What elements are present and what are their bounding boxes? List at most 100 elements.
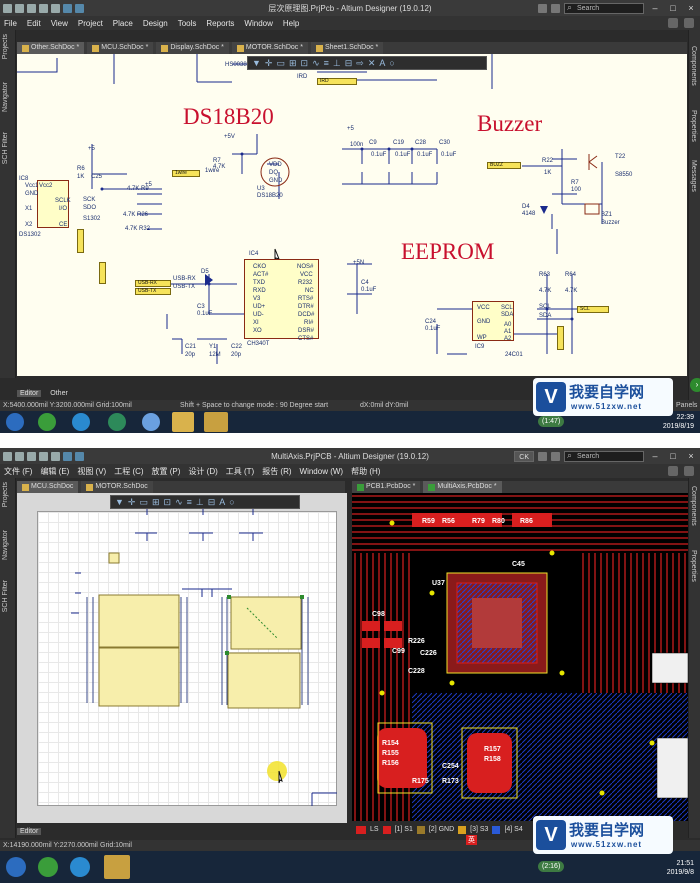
menu-design[interactable]: Design (142, 18, 168, 28)
folder-icon[interactable] (51, 451, 60, 461)
settings-icon[interactable] (538, 451, 547, 461)
save-all-icon[interactable] (27, 451, 36, 461)
tab-editor[interactable]: Editor (17, 390, 42, 397)
select-icon[interactable]: ▭ (139, 496, 148, 507)
ic-ch340t[interactable] (244, 259, 319, 339)
altium-designer-icon[interactable] (104, 855, 130, 879)
text-icon[interactable]: A (219, 497, 226, 507)
altium-designer-icon[interactable] (204, 412, 228, 432)
schematic-canvas[interactable]: ▼ ✛ ▭ ⊞ ⊡ ∿ ≡ ⊥ ⊟ A ○ (17, 493, 347, 823)
browser-icon[interactable] (38, 413, 56, 431)
menu-tools[interactable]: 工具 (T) (225, 466, 255, 476)
menu-view[interactable]: View (50, 18, 68, 28)
layer-tab-ls[interactable]: LS (370, 826, 379, 833)
menu-design[interactable]: 设计 (D) (188, 466, 218, 476)
close-button[interactable]: × (688, 451, 694, 461)
pcb-canvas[interactable]: R59 R56 R79 R80 R86 C45 U37 C98 C99 R226… (352, 493, 688, 821)
tab-motor-schdoc[interactable]: MOTOR.SchDoc * (231, 42, 308, 54)
menu-reports[interactable]: Reports (206, 18, 235, 28)
layer-tab-s1[interactable]: [1] S1 (394, 826, 413, 833)
undo-icon[interactable] (63, 451, 72, 461)
tab-display-schdoc[interactable]: Display.SchDoc * (156, 42, 229, 54)
menu-reports[interactable]: 报告 (R) (262, 466, 292, 476)
panel-tab-sch-filter[interactable]: SCH Filter (2, 132, 9, 165)
tray-badge[interactable]: (1:47) (538, 416, 565, 427)
shape-icon[interactable]: ○ (229, 497, 235, 507)
user-icon[interactable] (684, 466, 694, 476)
wire-icon[interactable]: ∿ (312, 57, 320, 68)
tab-mcu-schdoc[interactable]: MCU.SchDoc * (87, 42, 154, 54)
menu-place[interactable]: 放置 (P) (151, 466, 181, 476)
app-icon[interactable] (3, 3, 12, 13)
tab-other-schdoc[interactable]: Other.SchDoc * (17, 42, 85, 54)
panel-tab-messages[interactable]: Messages (690, 160, 697, 192)
align-icon[interactable]: ⊞ (288, 57, 297, 68)
tab-editor[interactable]: Editor (17, 828, 42, 835)
panels-button[interactable]: Panels (676, 402, 698, 409)
menu-view[interactable]: 视图 (V) (77, 466, 107, 476)
open-icon[interactable] (39, 451, 48, 461)
layer-tab-gnd[interactable]: [2] GND (428, 826, 455, 833)
ime-indicator[interactable]: 英 (466, 835, 477, 845)
notifications-icon[interactable] (551, 451, 560, 461)
redo-icon[interactable] (75, 451, 84, 461)
panel-tab-navigator[interactable]: Navigator (2, 530, 9, 560)
expand-button[interactable]: › (690, 378, 700, 392)
panel-tab-components[interactable]: Components (690, 486, 697, 526)
file-explorer-icon[interactable] (172, 412, 194, 432)
maximize-button[interactable]: □ (670, 451, 676, 461)
power-port-icon[interactable]: ⊥ (332, 57, 341, 68)
tab-motor-schdoc[interactable]: MOTOR.SchDoc (81, 481, 153, 493)
harness-icon[interactable]: ⊟ (344, 57, 353, 68)
menu-help[interactable]: 帮助 (H) (351, 466, 381, 476)
layout-icon[interactable] (668, 18, 678, 28)
save-icon[interactable] (15, 451, 24, 461)
messenger-icon[interactable] (70, 857, 90, 877)
layer-tab-s4[interactable]: [4] S4 (504, 826, 523, 833)
panel-tab-properties[interactable]: Properties (690, 550, 697, 582)
ic-24c01[interactable] (472, 301, 514, 341)
menu-file[interactable]: 文件 (F) (4, 466, 33, 476)
menu-project[interactable]: Project (77, 18, 103, 28)
minimize-button[interactable]: – (652, 451, 658, 461)
filter-icon[interactable]: ▼ (115, 497, 124, 507)
tab-mcu-schdoc[interactable]: MCU.SchDoc (17, 481, 79, 493)
harness-icon[interactable]: ⊟ (207, 496, 216, 507)
minimize-button[interactable]: – (652, 3, 658, 13)
save-icon[interactable] (15, 3, 24, 13)
menu-edit[interactable]: 编辑 (E) (40, 466, 70, 476)
close-button[interactable]: × (688, 3, 694, 13)
open-icon[interactable] (39, 3, 48, 13)
bird-app-icon[interactable] (142, 413, 160, 431)
panel-tab-properties[interactable]: Properties (690, 110, 697, 142)
menu-file[interactable]: File (4, 18, 17, 28)
menu-edit[interactable]: Edit (26, 18, 41, 28)
place-part-icon[interactable]: ⊡ (163, 496, 172, 507)
panel-tab-sch-filter[interactable]: SCH Filter (2, 580, 9, 613)
power-port-icon[interactable]: ⊥ (195, 496, 204, 507)
tab-multiaxis-pcbdoc[interactable]: MultiAxis.PcbDoc * (423, 481, 502, 493)
move-icon[interactable]: ✛ (264, 57, 273, 68)
folder-icon[interactable] (51, 3, 60, 13)
panel-tab-navigator[interactable]: Navigator (2, 82, 9, 112)
tab-sheet1-schdoc[interactable]: Sheet1.SchDoc * (310, 42, 384, 54)
directive-icon[interactable]: ✕ (367, 57, 376, 68)
project-combo[interactable]: CK (514, 450, 534, 462)
panel-tab-projects[interactable]: Projects (2, 482, 9, 508)
menu-window[interactable]: Window (244, 18, 273, 28)
search-input[interactable]: Search (564, 2, 644, 14)
place-part-icon[interactable]: ⊡ (300, 57, 309, 68)
schematic-canvas[interactable]: DS18B20 Buzzer EEPROM IC8 DS1302 Vcc1 GN… (17, 54, 687, 376)
user-icon[interactable] (684, 18, 694, 28)
port-icon[interactable]: ⇨ (356, 57, 364, 68)
search-input[interactable]: Search (564, 450, 644, 462)
ic-ds1302[interactable] (37, 180, 69, 228)
net-label-icon[interactable]: ≡ (323, 58, 329, 68)
panel-tab-projects[interactable]: Projects (2, 34, 9, 60)
start-button[interactable] (6, 857, 26, 877)
net-label-icon[interactable]: ≡ (186, 497, 192, 507)
system-clock[interactable]: 21:51 2019/9/8 (667, 859, 694, 877)
layer-tab-s3[interactable]: [3] S3 (470, 826, 489, 833)
tab-other[interactable]: Other (50, 390, 68, 397)
undo-icon[interactable] (63, 3, 72, 13)
